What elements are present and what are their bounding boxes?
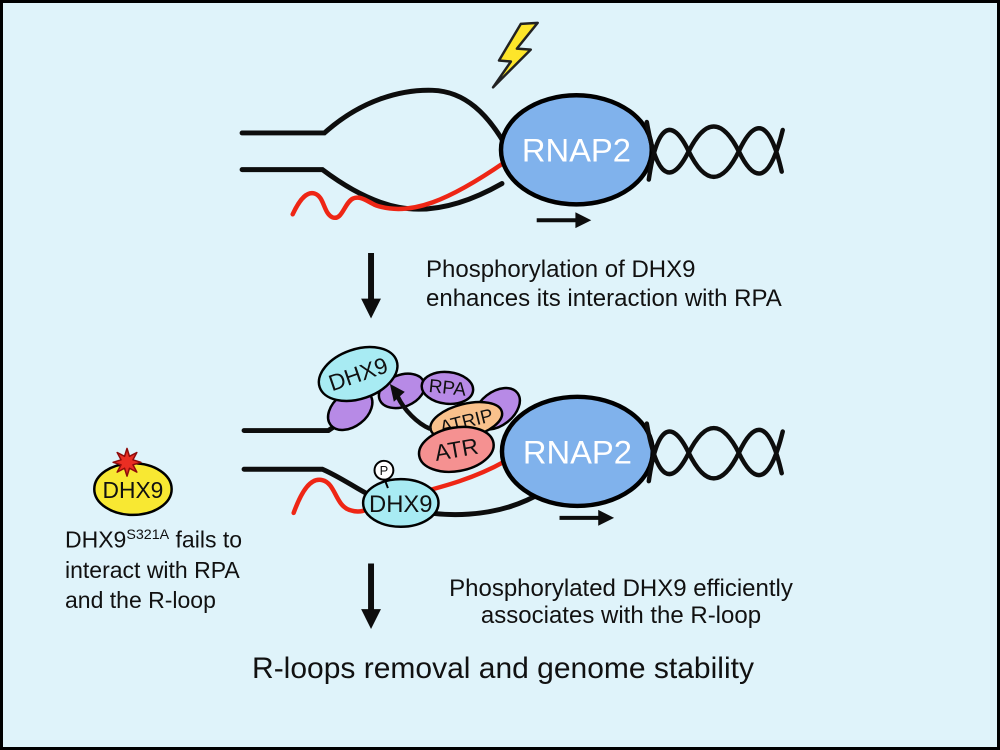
mutant-dhx9: DHX9 — [93, 447, 173, 517]
step1-caption: Phosphorylation of DHX9 enhances its int… — [426, 255, 782, 313]
dna-double-helix — [644, 119, 785, 182]
diagram-art: RNAP2 RNAP2 — [93, 21, 785, 629]
phospho-dhx9-on-rloop: DHX9 P — [361, 459, 440, 529]
dhx9-rloop-oval — [361, 477, 440, 529]
step2-caption-line2: associates with the R-loop — [480, 602, 762, 629]
mutant-caption: DHX9S321A fails to interact with RPA and… — [65, 520, 242, 615]
rpa-oval — [420, 370, 475, 406]
atr-oval — [417, 425, 495, 474]
top-rloop-panel: RNAP2 — [239, 21, 785, 229]
dna-top-strand — [239, 87, 510, 151]
rna-strand — [290, 160, 507, 220]
mutant-caption-line3: and the R-loop — [65, 586, 216, 613]
dna-double-helix — [644, 421, 785, 484]
conclusion-title: R-loops removal and genome stability — [252, 652, 754, 685]
mutant-dhx9-label: DHX9 — [103, 477, 164, 503]
dhx9-released-oval — [317, 345, 399, 403]
step1-down-arrow — [361, 252, 381, 319]
step1-caption-line1: Phosphorylation of DHX9 — [426, 256, 696, 283]
rpa-atrip-atr-complex: DHX9 RPA ATRIP ATR — [317, 345, 522, 474]
middle-rloop-panel: RNAP2 DHX9 RPA — [241, 345, 785, 529]
rnap2-label: RNAP2 — [523, 433, 632, 470]
step1-caption-line2: enhances its interaction with RPA — [426, 285, 782, 312]
mutant-superscript: S321A — [126, 527, 170, 543]
step2-caption: Phosphorylated DHX9 efficiently associat… — [441, 575, 801, 629]
mutant-caption-line2: interact with RPA — [65, 556, 240, 583]
rpa-label: RPA — [428, 375, 468, 400]
step2-caption-line1: Phosphorylated DHX9 efficiently — [449, 575, 793, 602]
rnap2-label: RNAP2 — [522, 132, 631, 169]
transcription-direction-arrow — [559, 509, 615, 526]
phosphate-stick — [383, 479, 389, 489]
phosphorylation-arrow — [389, 383, 432, 431]
phosphate-label: P — [380, 463, 389, 478]
transcription-direction-arrow — [536, 212, 592, 229]
step2-down-arrow — [361, 563, 381, 629]
phosphate-icon — [373, 459, 395, 481]
mutant-caption-line1: DHX9S321A fails to — [65, 526, 243, 553]
mutation-star-icon — [112, 447, 142, 477]
dhx9-rloop-label: DHX9 — [369, 491, 432, 518]
lightning-bolt-icon — [491, 21, 539, 89]
rna-strand — [291, 459, 508, 516]
